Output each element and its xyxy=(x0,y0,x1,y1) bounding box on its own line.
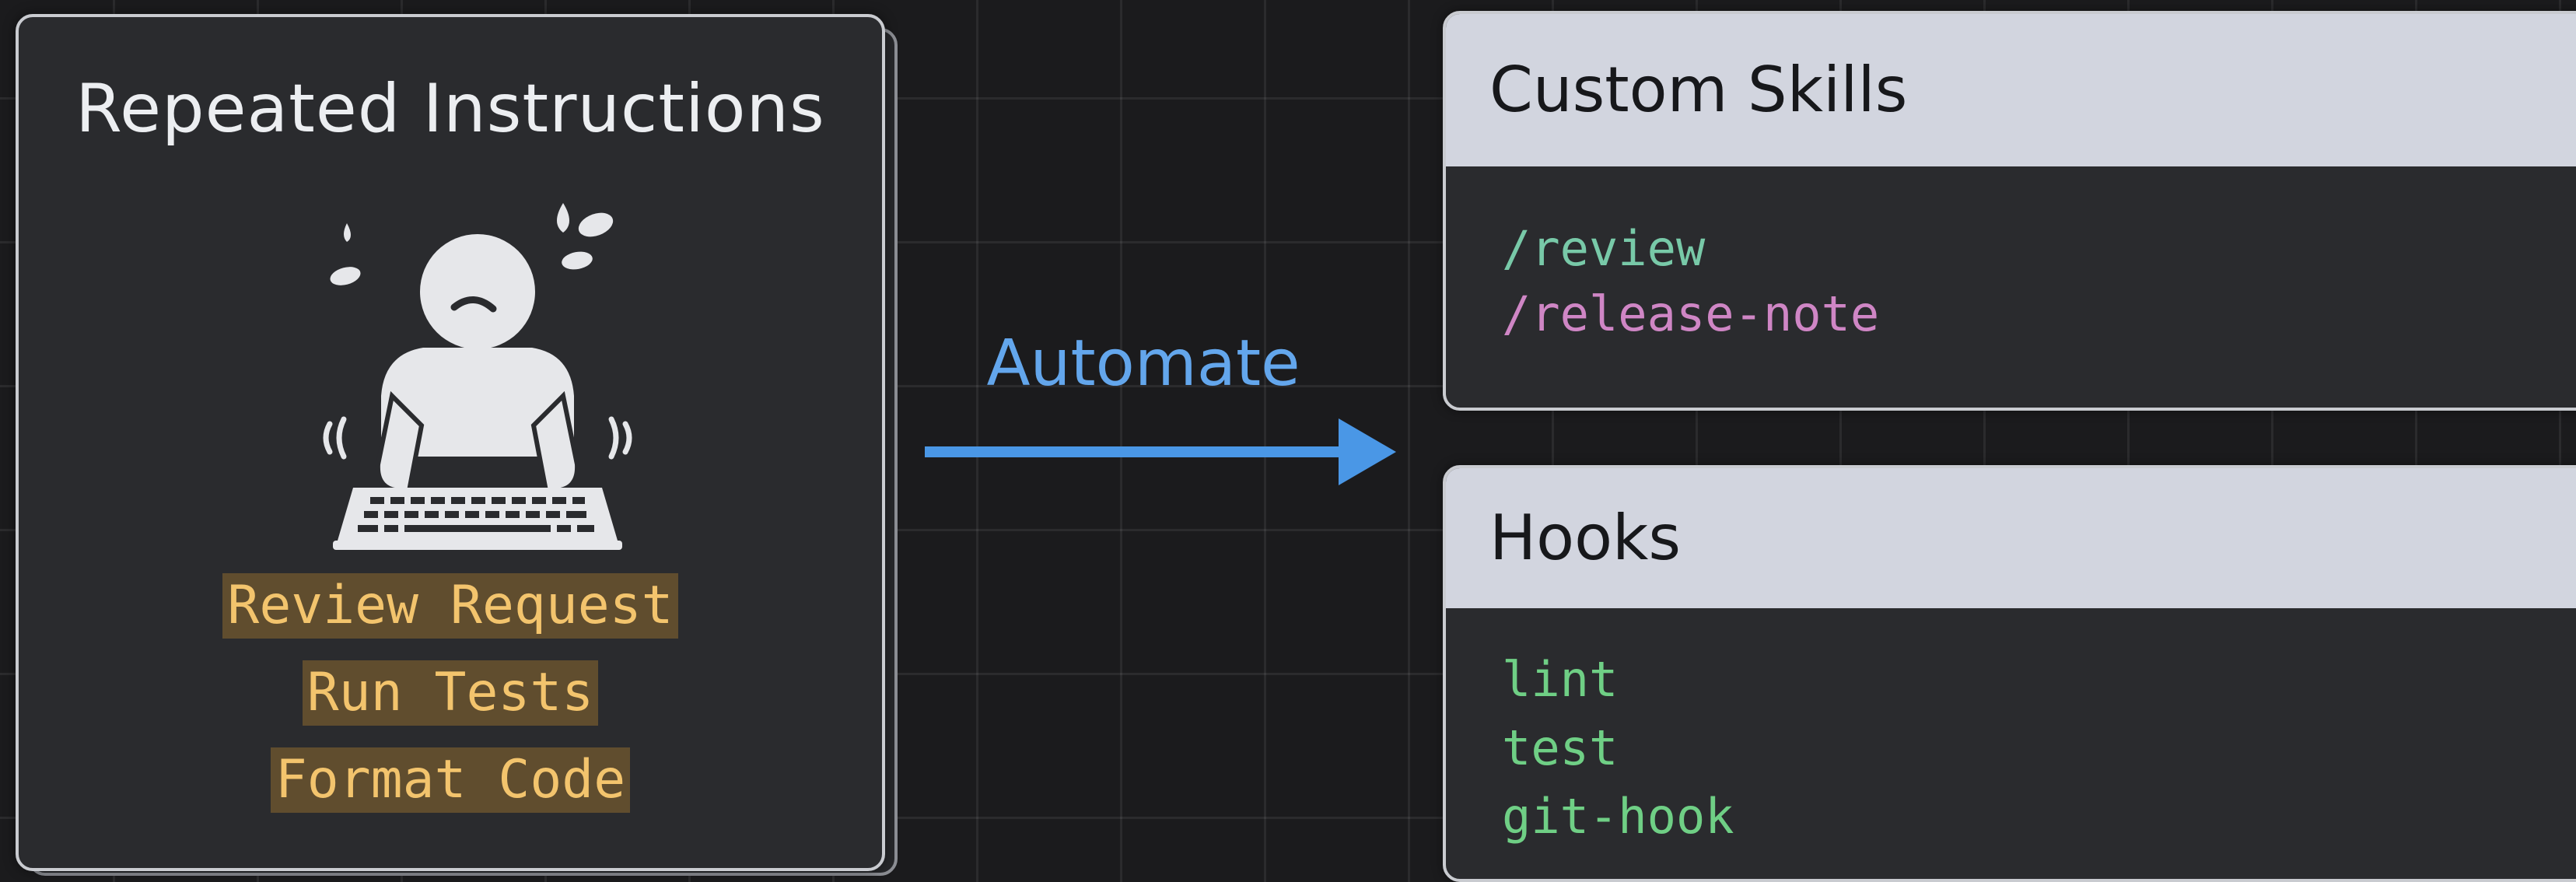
hook-item-test: test xyxy=(1502,719,1619,776)
custom-skills-body: /review /release-note xyxy=(1446,166,2576,347)
task-list: Review Request Run Tests Format Code xyxy=(19,573,882,835)
skill-command-review: /review xyxy=(1502,220,1706,277)
hooks-title: Hooks xyxy=(1489,502,1682,574)
hook-item-git-hook: git-hook xyxy=(1502,788,1734,845)
custom-skills-panel: Custom Skills /review /release-note xyxy=(1443,11,2576,411)
hooks-panel: Hooks lint test git-hook xyxy=(1443,465,2576,882)
hook-item-lint: lint xyxy=(1502,651,1619,708)
custom-skills-title: Custom Skills xyxy=(1489,54,1908,126)
card-title: Repeated Instructions xyxy=(75,70,825,148)
right-arrow-icon xyxy=(925,418,1396,485)
task-item-run-tests: Run Tests xyxy=(302,660,599,726)
automate-label: Automate xyxy=(986,327,1300,401)
stressed-person-typing-icon xyxy=(323,203,632,550)
hooks-header: Hooks xyxy=(1446,468,2576,608)
hooks-body: lint test git-hook xyxy=(1446,608,2576,851)
repeated-instructions-card: Repeated Instructions xyxy=(16,14,885,871)
task-item-review-request: Review Request xyxy=(222,573,678,639)
task-item-format-code: Format Code xyxy=(270,747,631,813)
skill-command-release-note: /release-note xyxy=(1502,285,1880,342)
custom-skills-header: Custom Skills xyxy=(1446,14,2576,166)
